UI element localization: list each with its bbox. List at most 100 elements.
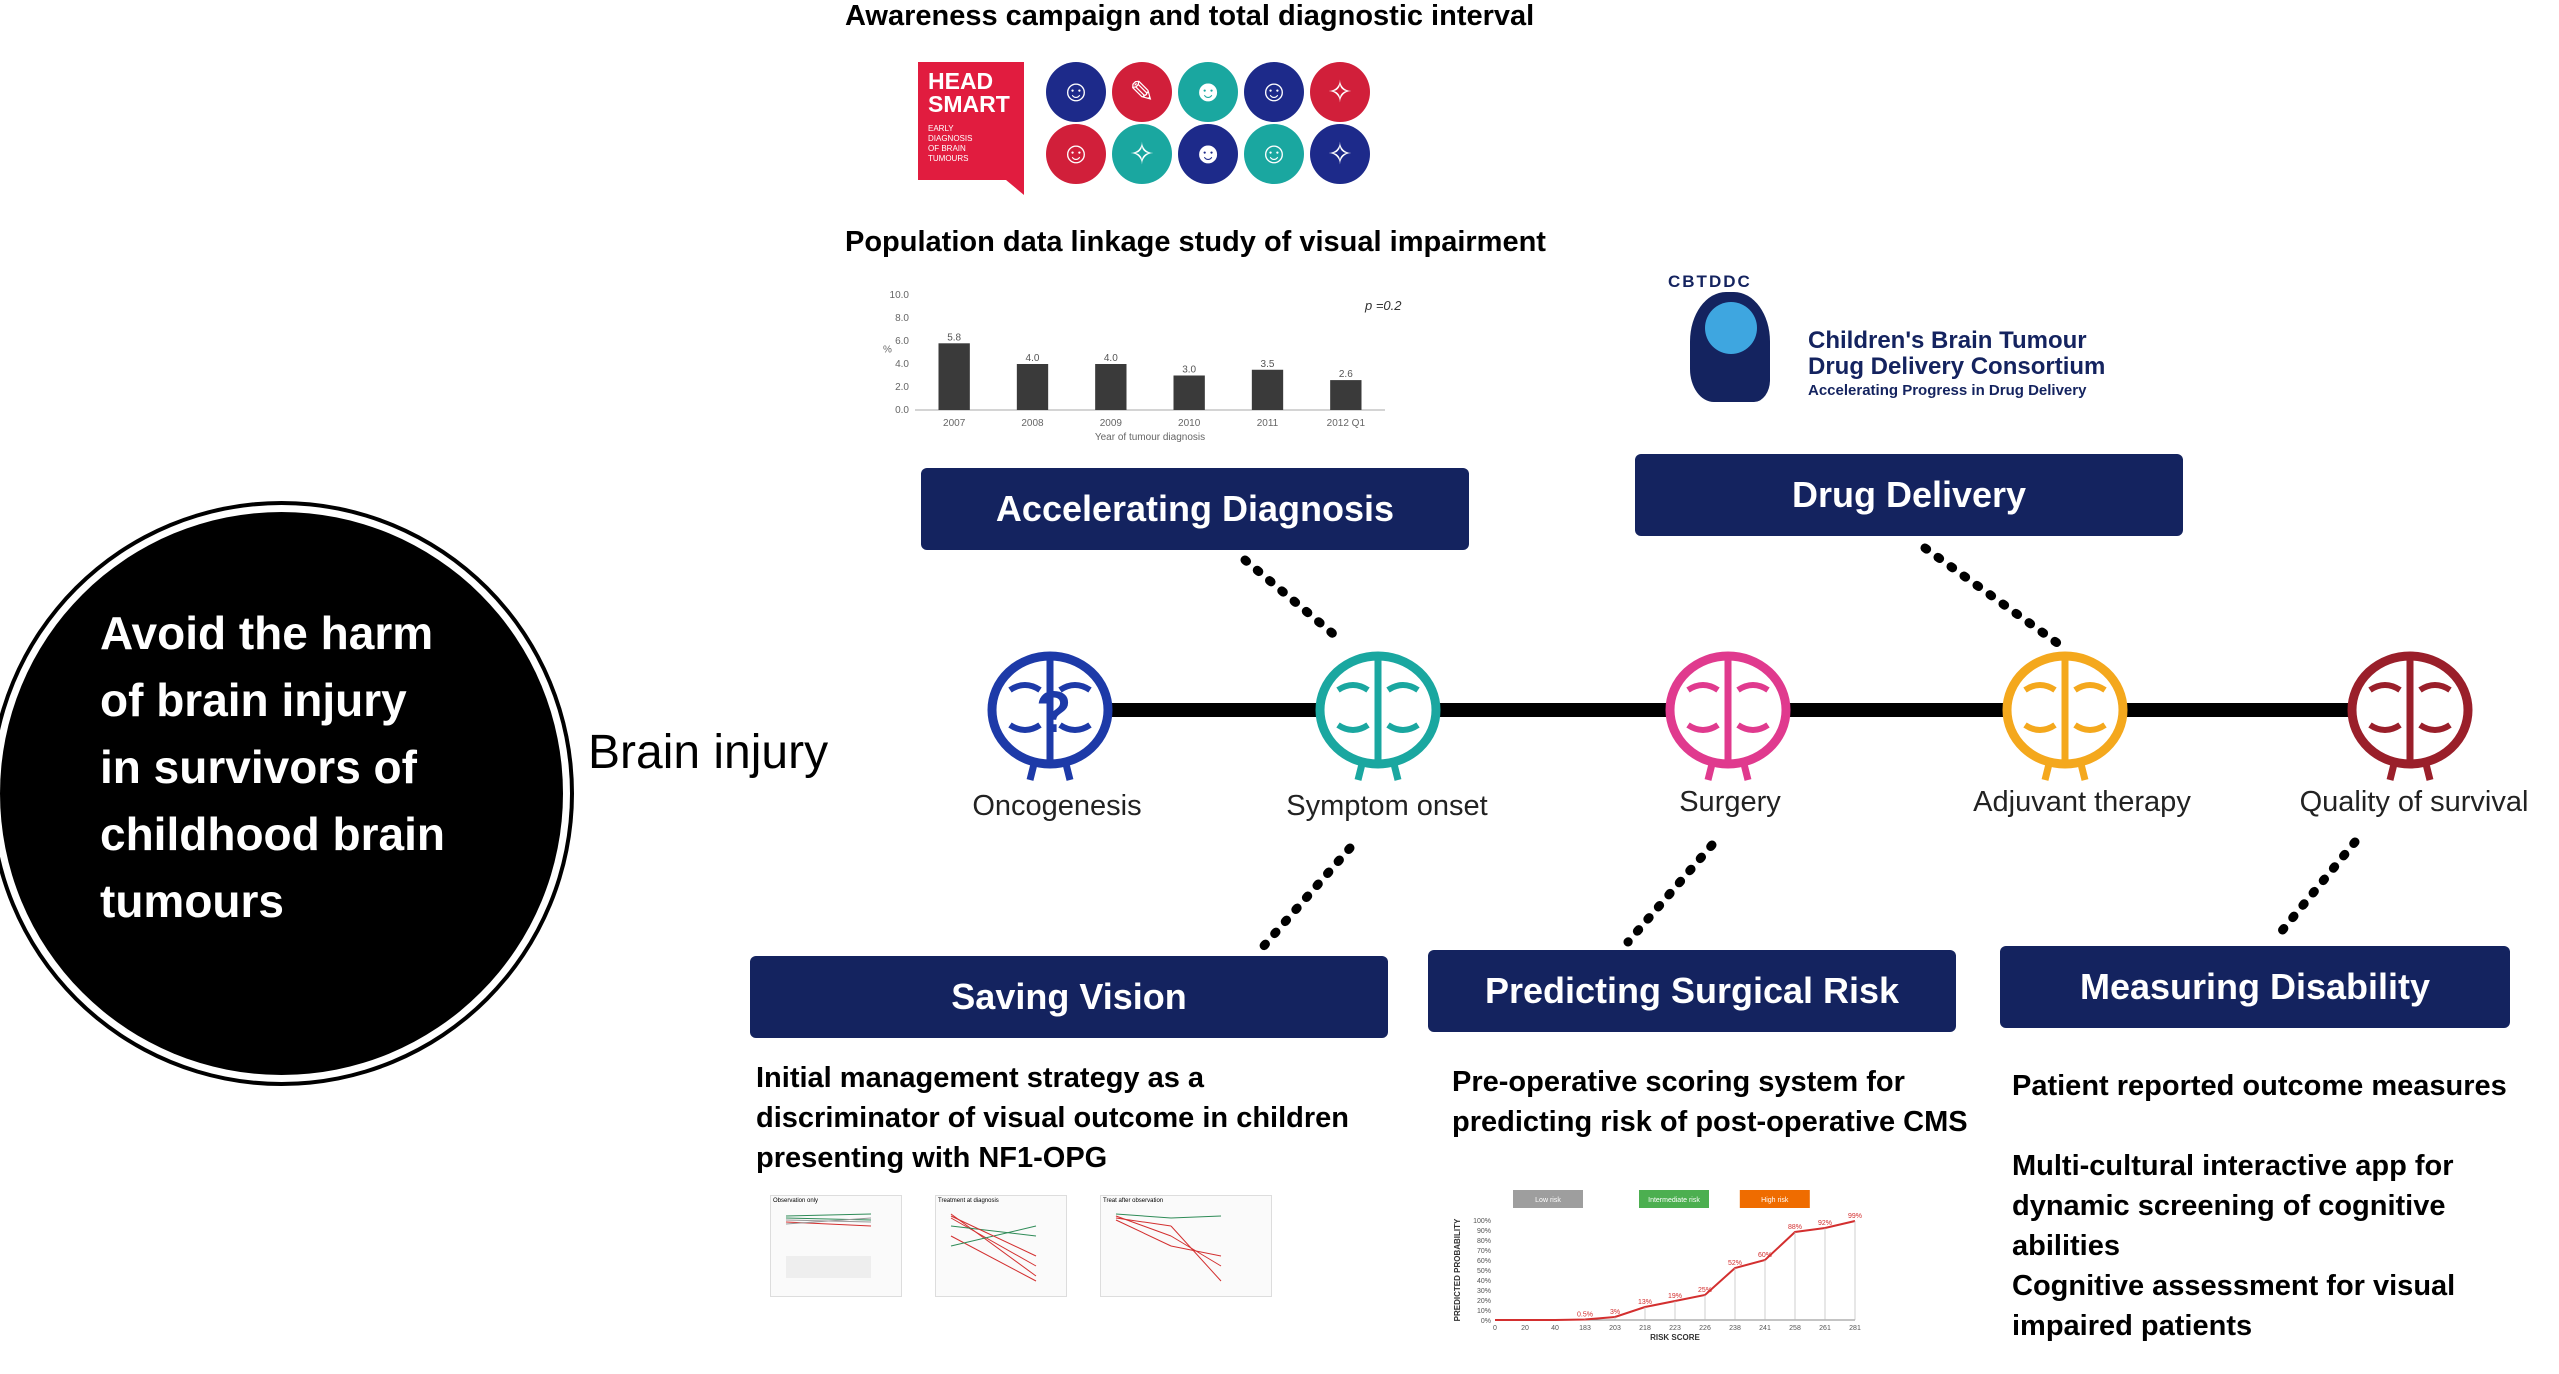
awareness-caption: Awareness campaign and total diagnostic … xyxy=(845,0,1535,32)
vision-chart-lines xyxy=(785,1213,872,1278)
risk-y-tick: 50% xyxy=(1477,1268,1491,1275)
bar-data-label: 5.8 xyxy=(947,332,961,343)
x-tick-label: 2009 xyxy=(1100,418,1123,429)
saving-vision-box: Saving Vision xyxy=(750,956,1388,1038)
risk-y-tick: 30% xyxy=(1477,1288,1491,1295)
cbtddc-title: Children's Brain Tumour Drug Delivery Co… xyxy=(1808,328,2105,380)
vision-chart-title: Treat after observation xyxy=(1103,1198,1164,1204)
cbtddc-title-line: Children's Brain Tumour xyxy=(1808,327,2087,354)
risk-x-tick: 40 xyxy=(1551,1325,1559,1332)
brain-injury-label: Brain injury xyxy=(588,726,829,779)
risk-x-tick: 203 xyxy=(1609,1325,1621,1332)
y-tick-label: 0.0 xyxy=(895,405,909,416)
vision-chart-title: Treatment at diagnosis xyxy=(938,1198,999,1204)
visual-impairment-bar-chart: 10.08.06.04.02.00.0%p =0.25.820074.02008… xyxy=(883,290,1402,443)
risk-x-tick: 241 xyxy=(1759,1325,1771,1332)
risk-x-tick: 226 xyxy=(1699,1325,1711,1332)
cbtddc-acronym: CBTDDC xyxy=(1668,272,1752,291)
saving-vision-line: presenting with NF1-OPG xyxy=(756,1142,1108,1174)
y-tick-label: 10.0 xyxy=(890,290,910,301)
symptom-icon: ✧ xyxy=(1112,124,1172,184)
risk-y-tick: 100% xyxy=(1473,1218,1491,1225)
brain-icon-oncogenesis: ? xyxy=(987,651,1113,781)
risk-y-tick: 90% xyxy=(1477,1228,1491,1235)
risk-point-label: 19% xyxy=(1668,1293,1682,1300)
symptom-icon: ☺ xyxy=(1244,62,1304,122)
risk-band-label: Low risk xyxy=(1535,1197,1561,1204)
headsmart-logo: HEAD SMART EARLY DIAGNOSIS OF BRAIN TUMO… xyxy=(918,62,1024,180)
disability-item-line: Cognitive assessment for visual xyxy=(2012,1270,2456,1302)
symptom-icon: ☺ xyxy=(1046,62,1106,122)
brain-icon-quality-of-survival xyxy=(2347,651,2473,781)
headsmart-small-line: DIAGNOSIS xyxy=(928,134,973,143)
node-label-quality-of-survival: Quality of survival xyxy=(2299,786,2529,818)
risk-x-tick: 20 xyxy=(1521,1325,1529,1332)
risk-x-tick: 0 xyxy=(1493,1325,1497,1332)
goal-text: Avoid the harm of brain injury in surviv… xyxy=(100,600,520,935)
connector-accelerating-diagnosis xyxy=(1240,555,1343,643)
connector-measuring-disability xyxy=(2271,837,2360,943)
risk-y-tick: 0% xyxy=(1481,1318,1491,1325)
brain-icon-adjuvant-therapy xyxy=(2002,651,2128,781)
risk-point-label: 3% xyxy=(1610,1309,1620,1316)
vision-chart-panel: Treat after observation xyxy=(1100,1195,1272,1297)
risk-y-tick: 80% xyxy=(1477,1238,1491,1245)
svg-text:?: ? xyxy=(1036,680,1071,745)
x-tick-label: 2010 xyxy=(1178,418,1201,429)
bar-data-label: 3.0 xyxy=(1182,365,1196,376)
risk-point-label: 88% xyxy=(1788,1224,1802,1231)
risk-x-tick: 258 xyxy=(1789,1325,1801,1332)
x-tick-label: 2011 xyxy=(1257,418,1279,429)
drug-delivery-box: Drug Delivery xyxy=(1635,454,2183,536)
headsmart-small-line: EARLY xyxy=(928,124,954,133)
x-axis-label: Year of tumour diagnosis xyxy=(1095,432,1205,443)
bar xyxy=(1330,380,1362,410)
cbtddc-title-line: Drug Delivery Consortium xyxy=(1808,353,2106,380)
vision-chart-lines xyxy=(1115,1213,1222,1282)
disability-item-line: dynamic screening of cognitive abilities xyxy=(2012,1190,2446,1262)
goal-circle xyxy=(0,512,563,1075)
risk-band-label: High risk xyxy=(1761,1197,1789,1204)
saving-vision-description: Initial management strategy as a discrim… xyxy=(756,1058,1349,1178)
bar xyxy=(1251,369,1284,410)
goal-line: Avoid the harm xyxy=(100,607,434,659)
headsmart-small-line: OF BRAIN xyxy=(928,144,966,153)
risk-band-label: Intermediate risk xyxy=(1648,1197,1700,1204)
risk-x-tick: 223 xyxy=(1669,1325,1681,1332)
brain-icon-surgery xyxy=(1665,651,1791,781)
surgical-risk-description: Pre-operative scoring system for predict… xyxy=(1452,1062,1968,1142)
risk-point-label: 92% xyxy=(1818,1220,1832,1227)
symptom-icon: ✧ xyxy=(1310,62,1370,122)
symptom-icon: ✎ xyxy=(1112,62,1172,122)
risk-point-label: 99% xyxy=(1848,1213,1862,1220)
symptom-icon: ☺ xyxy=(1244,124,1304,184)
saving-vision-line: discriminator of visual outcome in child… xyxy=(756,1102,1349,1134)
y-tick-label: 4.0 xyxy=(895,359,909,370)
disability-item: Multi-cultural interactive app for dynam… xyxy=(2012,1146,2559,1266)
disability-item: Patient reported outcome measures xyxy=(2012,1066,2507,1106)
symptom-icon: ☺ xyxy=(1046,124,1106,184)
risk-x-tick: 261 xyxy=(1819,1325,1831,1332)
risk-y-tick: 20% xyxy=(1477,1298,1491,1305)
risk-curve xyxy=(1495,1220,1856,1321)
risk-x-axis-label: RISK SCORE xyxy=(1650,1333,1700,1340)
disability-item-line: Multi-cultural interactive app for xyxy=(2012,1150,2454,1182)
risk-x-tick: 218 xyxy=(1639,1325,1651,1332)
node-label-oncogenesis: Oncogenesis xyxy=(972,790,1142,822)
connector-saving-vision xyxy=(1257,843,1355,953)
accelerating-diagnosis-box: Accelerating Diagnosis xyxy=(921,468,1469,550)
bar-data-label: 3.5 xyxy=(1261,359,1275,370)
headsmart-small-line: TUMOURS xyxy=(928,154,969,163)
visual-impairment-caption: Population data linkage study of visual … xyxy=(845,226,1546,258)
vision-chart-title: Observation only xyxy=(773,1198,819,1204)
y-tick-label: 8.0 xyxy=(895,313,909,324)
disability-item-line: impaired patients xyxy=(2012,1310,2253,1342)
cbtddc-brain-icon xyxy=(1705,302,1757,354)
headsmart-small-text: EARLY DIAGNOSIS OF BRAIN TUMOURS xyxy=(928,124,1024,164)
disability-item-line: Patient reported outcome measures xyxy=(2012,1070,2507,1102)
brain-icon-symptom-onset xyxy=(1315,651,1441,781)
disability-item: Cognitive assessment for visual impaired… xyxy=(2012,1266,2455,1346)
node-label-surgery: Surgery xyxy=(1679,786,1781,818)
bar-data-label: 4.0 xyxy=(1026,353,1040,364)
